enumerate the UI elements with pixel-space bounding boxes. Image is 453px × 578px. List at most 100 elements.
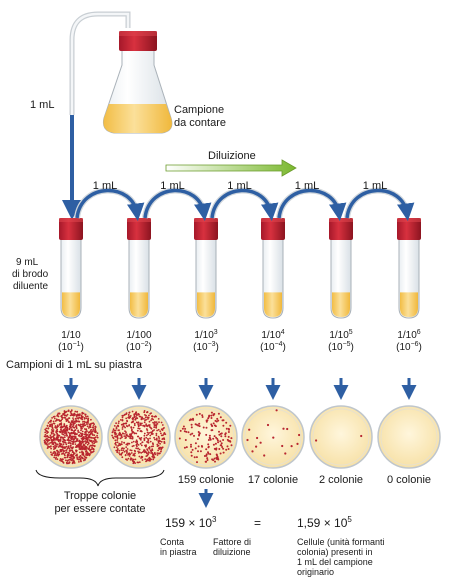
colony xyxy=(146,449,149,451)
colony xyxy=(161,424,164,426)
colony xyxy=(43,435,46,438)
colony xyxy=(55,437,58,439)
colony xyxy=(156,443,159,446)
result-caption-line1: Cellule (unità formanti xyxy=(297,537,385,547)
broth-fill xyxy=(197,292,215,317)
colony xyxy=(201,414,204,417)
colony xyxy=(227,427,230,430)
colony xyxy=(210,411,213,414)
colony xyxy=(154,453,157,456)
colony xyxy=(92,444,95,447)
colony xyxy=(62,416,64,419)
colony xyxy=(210,414,213,417)
colony xyxy=(74,410,77,413)
colony xyxy=(136,441,139,443)
colony xyxy=(184,439,187,441)
colony xyxy=(152,421,155,424)
colony xyxy=(148,456,151,459)
colony xyxy=(220,435,223,438)
colony xyxy=(259,441,262,444)
colony xyxy=(230,437,233,440)
colony xyxy=(74,429,76,432)
colony xyxy=(93,445,96,447)
colony xyxy=(148,446,151,448)
tube-ratio-label: 1/103 xyxy=(194,329,217,341)
colony xyxy=(190,451,193,454)
colony xyxy=(131,441,133,444)
colony xyxy=(213,435,216,438)
colony xyxy=(85,452,88,455)
colony xyxy=(71,429,74,432)
colony xyxy=(129,415,132,417)
colony xyxy=(78,445,81,447)
colony xyxy=(59,442,61,445)
colony xyxy=(74,443,77,445)
colony xyxy=(131,459,134,462)
dilution-tube xyxy=(329,218,353,319)
factor-caption-line2: diluizione xyxy=(213,547,251,557)
colony xyxy=(126,448,129,450)
colony xyxy=(76,438,79,440)
colony xyxy=(53,456,56,459)
colony xyxy=(136,442,139,445)
colony xyxy=(92,427,95,429)
colony xyxy=(75,426,78,429)
colony xyxy=(121,432,124,435)
colony xyxy=(222,424,225,427)
colony xyxy=(90,418,92,421)
colony xyxy=(213,457,216,460)
colony xyxy=(286,427,289,431)
flask-label-line1: Campione xyxy=(174,104,224,116)
colony xyxy=(190,426,193,429)
colony xyxy=(115,422,117,425)
colony xyxy=(62,443,65,446)
colony xyxy=(148,432,151,434)
colony xyxy=(89,423,91,426)
colony xyxy=(118,442,121,445)
colony xyxy=(129,449,132,451)
colony xyxy=(209,437,212,440)
colony xyxy=(138,448,141,451)
colony xyxy=(221,419,224,422)
colony xyxy=(128,455,131,457)
colony xyxy=(218,448,221,450)
colony xyxy=(139,442,142,445)
broth-fill xyxy=(62,292,80,317)
colony xyxy=(132,426,135,429)
colony xyxy=(55,445,58,447)
colony xyxy=(145,451,148,454)
colony xyxy=(144,419,146,422)
colony xyxy=(272,436,275,439)
colony xyxy=(92,437,95,439)
colony xyxy=(136,429,139,432)
colony xyxy=(59,458,62,460)
colony xyxy=(159,430,162,433)
colony xyxy=(115,436,117,438)
colony xyxy=(68,447,71,450)
colony xyxy=(227,439,230,442)
colony xyxy=(225,427,228,430)
colony xyxy=(229,424,232,427)
colony xyxy=(217,458,220,461)
colony xyxy=(53,454,56,457)
dilution-tube xyxy=(59,218,83,319)
colony xyxy=(149,437,151,440)
colony xyxy=(63,423,66,425)
colony xyxy=(118,420,120,423)
tube-power-label: (10−6) xyxy=(396,341,422,353)
colony xyxy=(61,445,64,448)
broth-fill xyxy=(332,292,350,317)
broth-label-line3: diluente xyxy=(13,281,48,292)
colony xyxy=(75,449,77,452)
colony xyxy=(83,448,86,450)
colony xyxy=(201,416,204,418)
colony xyxy=(145,436,148,439)
colony xyxy=(73,456,76,459)
colony xyxy=(53,417,56,420)
colony xyxy=(135,416,138,418)
colony xyxy=(153,436,156,439)
colony xyxy=(49,442,52,444)
colony xyxy=(134,458,137,461)
colony xyxy=(64,411,67,414)
colony xyxy=(51,427,54,429)
